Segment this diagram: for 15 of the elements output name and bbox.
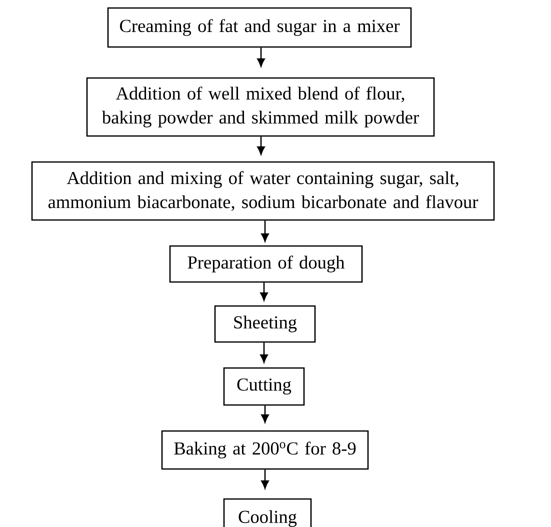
arrow: [261, 220, 269, 242]
process-box: Creaming of fat and sugar in a mixer: [107, 7, 412, 48]
arrow: [261, 470, 269, 489]
arrow: [261, 406, 269, 423]
arrow: [257, 136, 265, 155]
process-box: Cutting: [223, 367, 305, 406]
process-box: Sheeting: [214, 305, 316, 343]
arrow: [257, 48, 265, 67]
arrow: [260, 282, 268, 301]
process-box: Addition and mixing of water containing sugar, salt, ammonium biacarbonate, sodium bicarbonate and flavour: [31, 161, 495, 221]
arrow: [260, 342, 268, 363]
process-box: Addition of well mixed blend of flour, baking powder and skimmed milk powder: [86, 77, 435, 137]
process-box: Baking at 200$^{o}$C for 8-9: [161, 430, 369, 470]
process-box: Preparation of dough: [169, 245, 363, 283]
process-box: Cooling: [223, 498, 312, 527]
